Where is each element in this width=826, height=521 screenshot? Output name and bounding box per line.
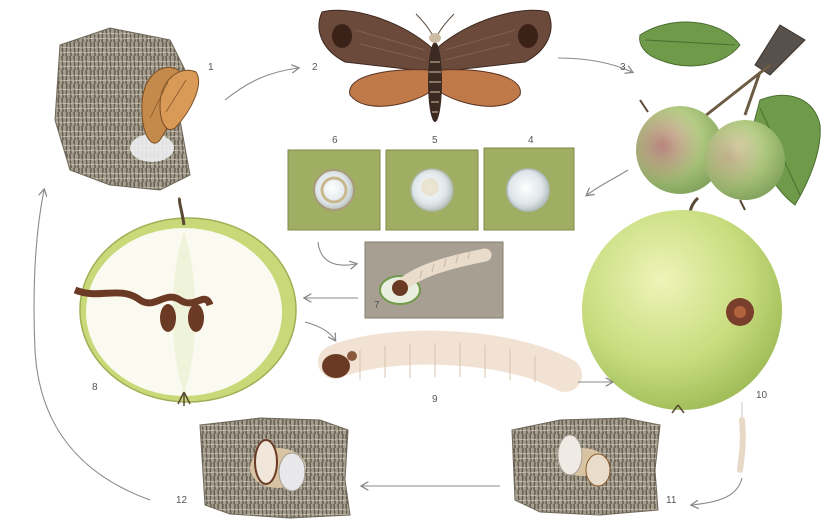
stage-label-11: 11 (666, 495, 676, 506)
stage-9-mature-larva (322, 343, 565, 382)
arrow-6-to-7 (318, 242, 356, 265)
arrow-8-to-9 (305, 322, 335, 340)
stage-7-hatching-larva (365, 242, 503, 318)
stage-label-9: 9 (432, 394, 438, 405)
arrow-10-to-11 (692, 478, 742, 505)
stage-8-apple-cross-section (75, 198, 296, 406)
stage-4-egg-card (484, 148, 574, 230)
stage-2-adult-moth (319, 10, 551, 122)
stage-10-descending-larva (740, 402, 743, 470)
stage-3-apples-on-branch (636, 22, 820, 210)
stage-10-apple-with-entry-hole (582, 198, 782, 413)
stage-label-6: 6 (332, 135, 338, 146)
arrow-3-to-4 (587, 170, 628, 195)
stage-label-3: 3 (620, 62, 626, 73)
arrow-1-to-2 (225, 68, 298, 100)
stage-label-8: 8 (92, 382, 98, 393)
stage-label-5: 5 (432, 135, 438, 146)
stage-12-bark-with-pupa (200, 418, 350, 518)
stage-label-4: 4 (528, 135, 534, 146)
stage-label-1: 1 (208, 62, 214, 73)
stage-label-2: 2 (312, 62, 318, 73)
stage-11-bark-with-cocoon (512, 418, 660, 515)
stage-label-12: 12 (176, 495, 187, 506)
stage-label-7: 7 (374, 300, 380, 311)
stage-1-bark-with-pupae (55, 28, 199, 190)
stage-label-10: 10 (756, 390, 767, 401)
stage-5-egg-card (386, 150, 478, 230)
stage-6-egg-card (288, 150, 380, 230)
